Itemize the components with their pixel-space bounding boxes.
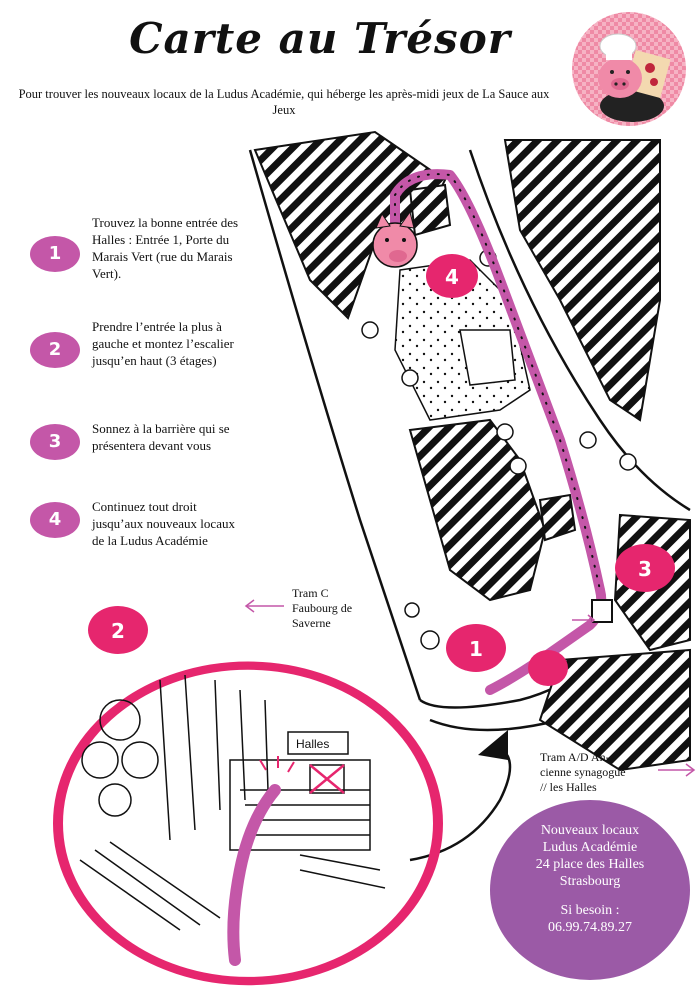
- stair-route: [227, 784, 281, 966]
- trees: [361, 249, 637, 650]
- north-arrow-head: [478, 730, 508, 760]
- info-line-4: Strasbourg: [559, 874, 621, 889]
- zoom-circle-ring: [53, 661, 443, 986]
- step-2: 2 Prendre l’entrée la plus à gauche et m…: [30, 318, 250, 398]
- halles-sign: Halles: [296, 737, 329, 751]
- building-small-central: [538, 493, 577, 542]
- step-badge-1: 1: [30, 236, 80, 272]
- map-marker-2-label: 2: [111, 619, 125, 643]
- tram-c-label: Tram C Faubourg de Saverne: [292, 586, 352, 631]
- tram-c-arrow: [244, 599, 284, 613]
- building-northeast: [503, 139, 661, 422]
- intro-text: Pour trouver les nouveaux locaux de la L…: [18, 87, 550, 117]
- step-4: 4 Continuez tout droit jusqu’aux nouveau…: [30, 498, 250, 578]
- street-outline-west: [248, 149, 422, 701]
- info-line-3: 24 place des Halles: [535, 857, 645, 872]
- map-marker-3-label: 3: [638, 557, 652, 581]
- info-line-5: Si besoin :: [560, 903, 620, 918]
- step-text-1: Trouvez la bonne entrée des Halles : Ent…: [92, 215, 239, 281]
- map-marker-1: 1: [446, 624, 506, 672]
- step-text-2: Prendre l’entrée la plus à gauche et mon…: [92, 319, 234, 368]
- entrance-arrow: [572, 614, 596, 626]
- phone-number: 06.99.74.89.27: [548, 920, 632, 935]
- step-badge-4: 4: [30, 502, 80, 538]
- stair-entrance-marks: [259, 756, 295, 773]
- barrier: [591, 599, 613, 623]
- building-southeast: [538, 648, 691, 772]
- step-badge-2: 2: [30, 332, 80, 368]
- step-text-3: Sonnez à la barrière qui se présentera d…: [92, 421, 230, 453]
- tram-ad-label: Tram A/D An- cienne synagogue // les Hal…: [540, 750, 626, 795]
- tram-c-line1: Tram C: [292, 586, 329, 600]
- zoom-circle-content: [79, 674, 386, 931]
- map-marker-1-label: 1: [469, 637, 483, 661]
- street-outline-east: [468, 149, 691, 512]
- tram-c-line3: Saverne: [292, 616, 331, 630]
- map-marker-2: 2: [88, 606, 148, 654]
- step-1: 1 Trouvez la bonne entrée des Halles : E…: [30, 214, 250, 294]
- tram-ad-arrow: [658, 763, 696, 777]
- plaza-inner-block: [459, 329, 516, 386]
- map-marker-small: [528, 650, 568, 686]
- map-marker-4: 4: [426, 254, 478, 298]
- map-marker-3: 3: [615, 544, 675, 592]
- building-central: [408, 418, 547, 602]
- tram-ad-line3: // les Halles: [540, 780, 597, 794]
- address-info-box: Nouveaux locaux Ludus Académie 24 place …: [490, 800, 690, 980]
- page-title: Carte au Trésor: [129, 14, 511, 63]
- info-line-1: Nouveaux locaux: [540, 823, 640, 838]
- pig-chef-logo: [572, 12, 686, 126]
- building-small-north: [408, 183, 452, 237]
- map-marker-4-label: 4: [445, 265, 459, 289]
- tram-ad-line1: Tram A/D An-: [540, 750, 610, 764]
- step-3: 3 Sonnez à la barrière qui se présentera…: [30, 420, 250, 500]
- tram-ad-line2: cienne synagogue: [540, 765, 626, 779]
- info-line-2: Ludus Académie: [542, 840, 638, 855]
- tram-c-line2: Faubourg de: [292, 601, 353, 615]
- pig-marker: [372, 210, 418, 268]
- step-text-4: Continuez tout droit jusqu’aux nouveaux …: [92, 499, 235, 548]
- step-badge-3: 3: [30, 424, 80, 460]
